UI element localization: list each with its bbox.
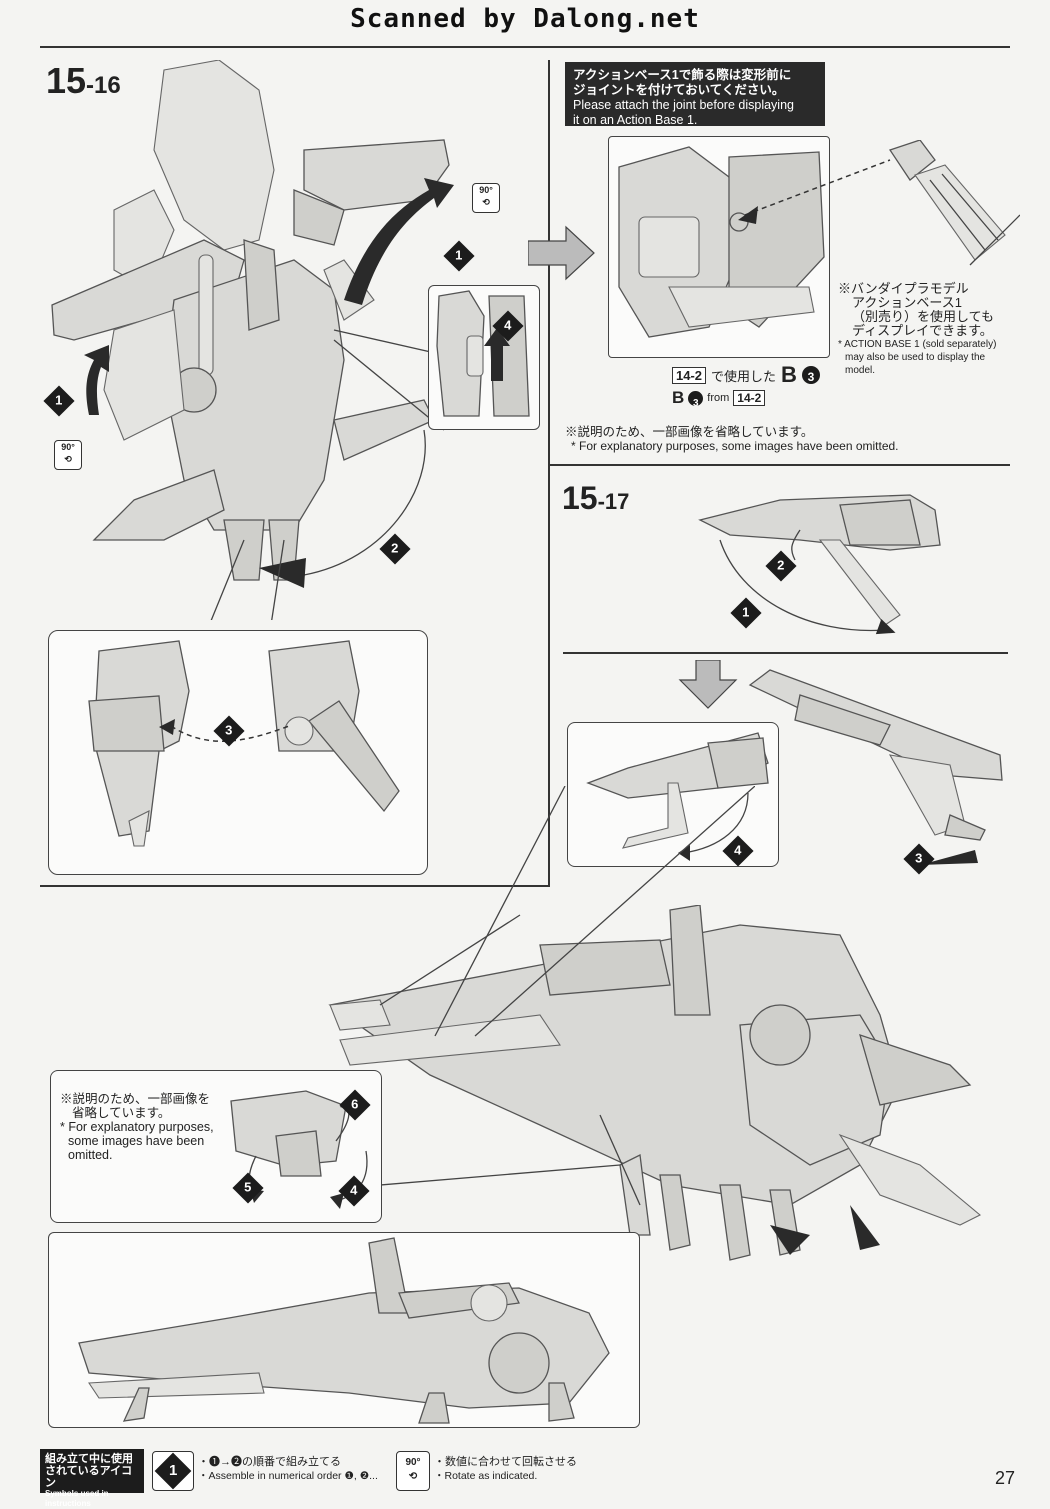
final-side-view-panel	[48, 1232, 640, 1428]
down-arrow	[678, 660, 738, 709]
omitted-note-top: ※説明のため、一部画像を省略しています。 * For explanatory p…	[565, 425, 899, 453]
page-number: 27	[995, 1468, 1016, 1488]
assemble-order-icon: 1	[152, 1451, 194, 1491]
divider-vertical	[548, 60, 550, 886]
part-ref-box: 14-2	[672, 366, 707, 384]
callout-lines	[434, 786, 755, 1037]
part-reference-jp: 14-2 で使用した B 3	[672, 362, 820, 388]
rotate-90-icon: 90°⟲	[472, 183, 500, 213]
detail-panel-15-16	[48, 630, 428, 875]
scan-credit: Scanned by Dalong.net	[350, 4, 700, 34]
action-base-sold-separately-note: ※バンダイプラモデル アクションベース1 （別売り）を使用しても ディスプレイで…	[838, 281, 997, 377]
part-number-badge: 3	[688, 390, 704, 409]
rotate-text: ・数値に合わせて回転させる ・Rotate as indicated.	[434, 1456, 577, 1482]
rotate-icon: 90° ⟲	[396, 1451, 430, 1491]
action-base-detail	[608, 136, 830, 358]
final-form-illustration	[328, 905, 981, 1261]
joint-part	[738, 140, 1020, 266]
step-15-17-number: 15-17	[562, 480, 630, 516]
part-reference-en: B 3 from 14-2	[672, 388, 766, 409]
transition-arrow	[528, 225, 595, 281]
action-base-note: アクションベース1で飾る際は変形前に ジョイントを付けておいてください。 Ple…	[565, 62, 825, 127]
divider-1517-inner	[563, 652, 1008, 654]
omitted-detail-panel	[50, 1070, 382, 1223]
detail-panel-15-17	[567, 722, 779, 867]
step-15-17-wing-illustration	[748, 669, 1003, 865]
step-15-16-number: 15-16	[46, 60, 121, 101]
step-15-16-illustration	[51, 60, 454, 620]
divider-right-mid	[548, 464, 1010, 466]
part-number-badge: 3	[801, 366, 820, 384]
symbols-legend-title: 組み立て中に使用 されているアイコン Symbols used in instr…	[40, 1449, 144, 1508]
rotate-90-icon: 90°⟲	[54, 440, 82, 470]
top-rule	[40, 46, 1010, 48]
assemble-order-text: ・❶→❷の順番で組み立てる ・Assemble in numerical ord…	[198, 1456, 378, 1482]
step-15-17-top-illustration	[698, 494, 941, 635]
detail-inset-4	[428, 285, 540, 430]
omitted-note-bottom: ※説明のため、一部画像を 省略しています。 * For explanatory …	[60, 1092, 214, 1162]
divider-lower	[40, 885, 550, 887]
